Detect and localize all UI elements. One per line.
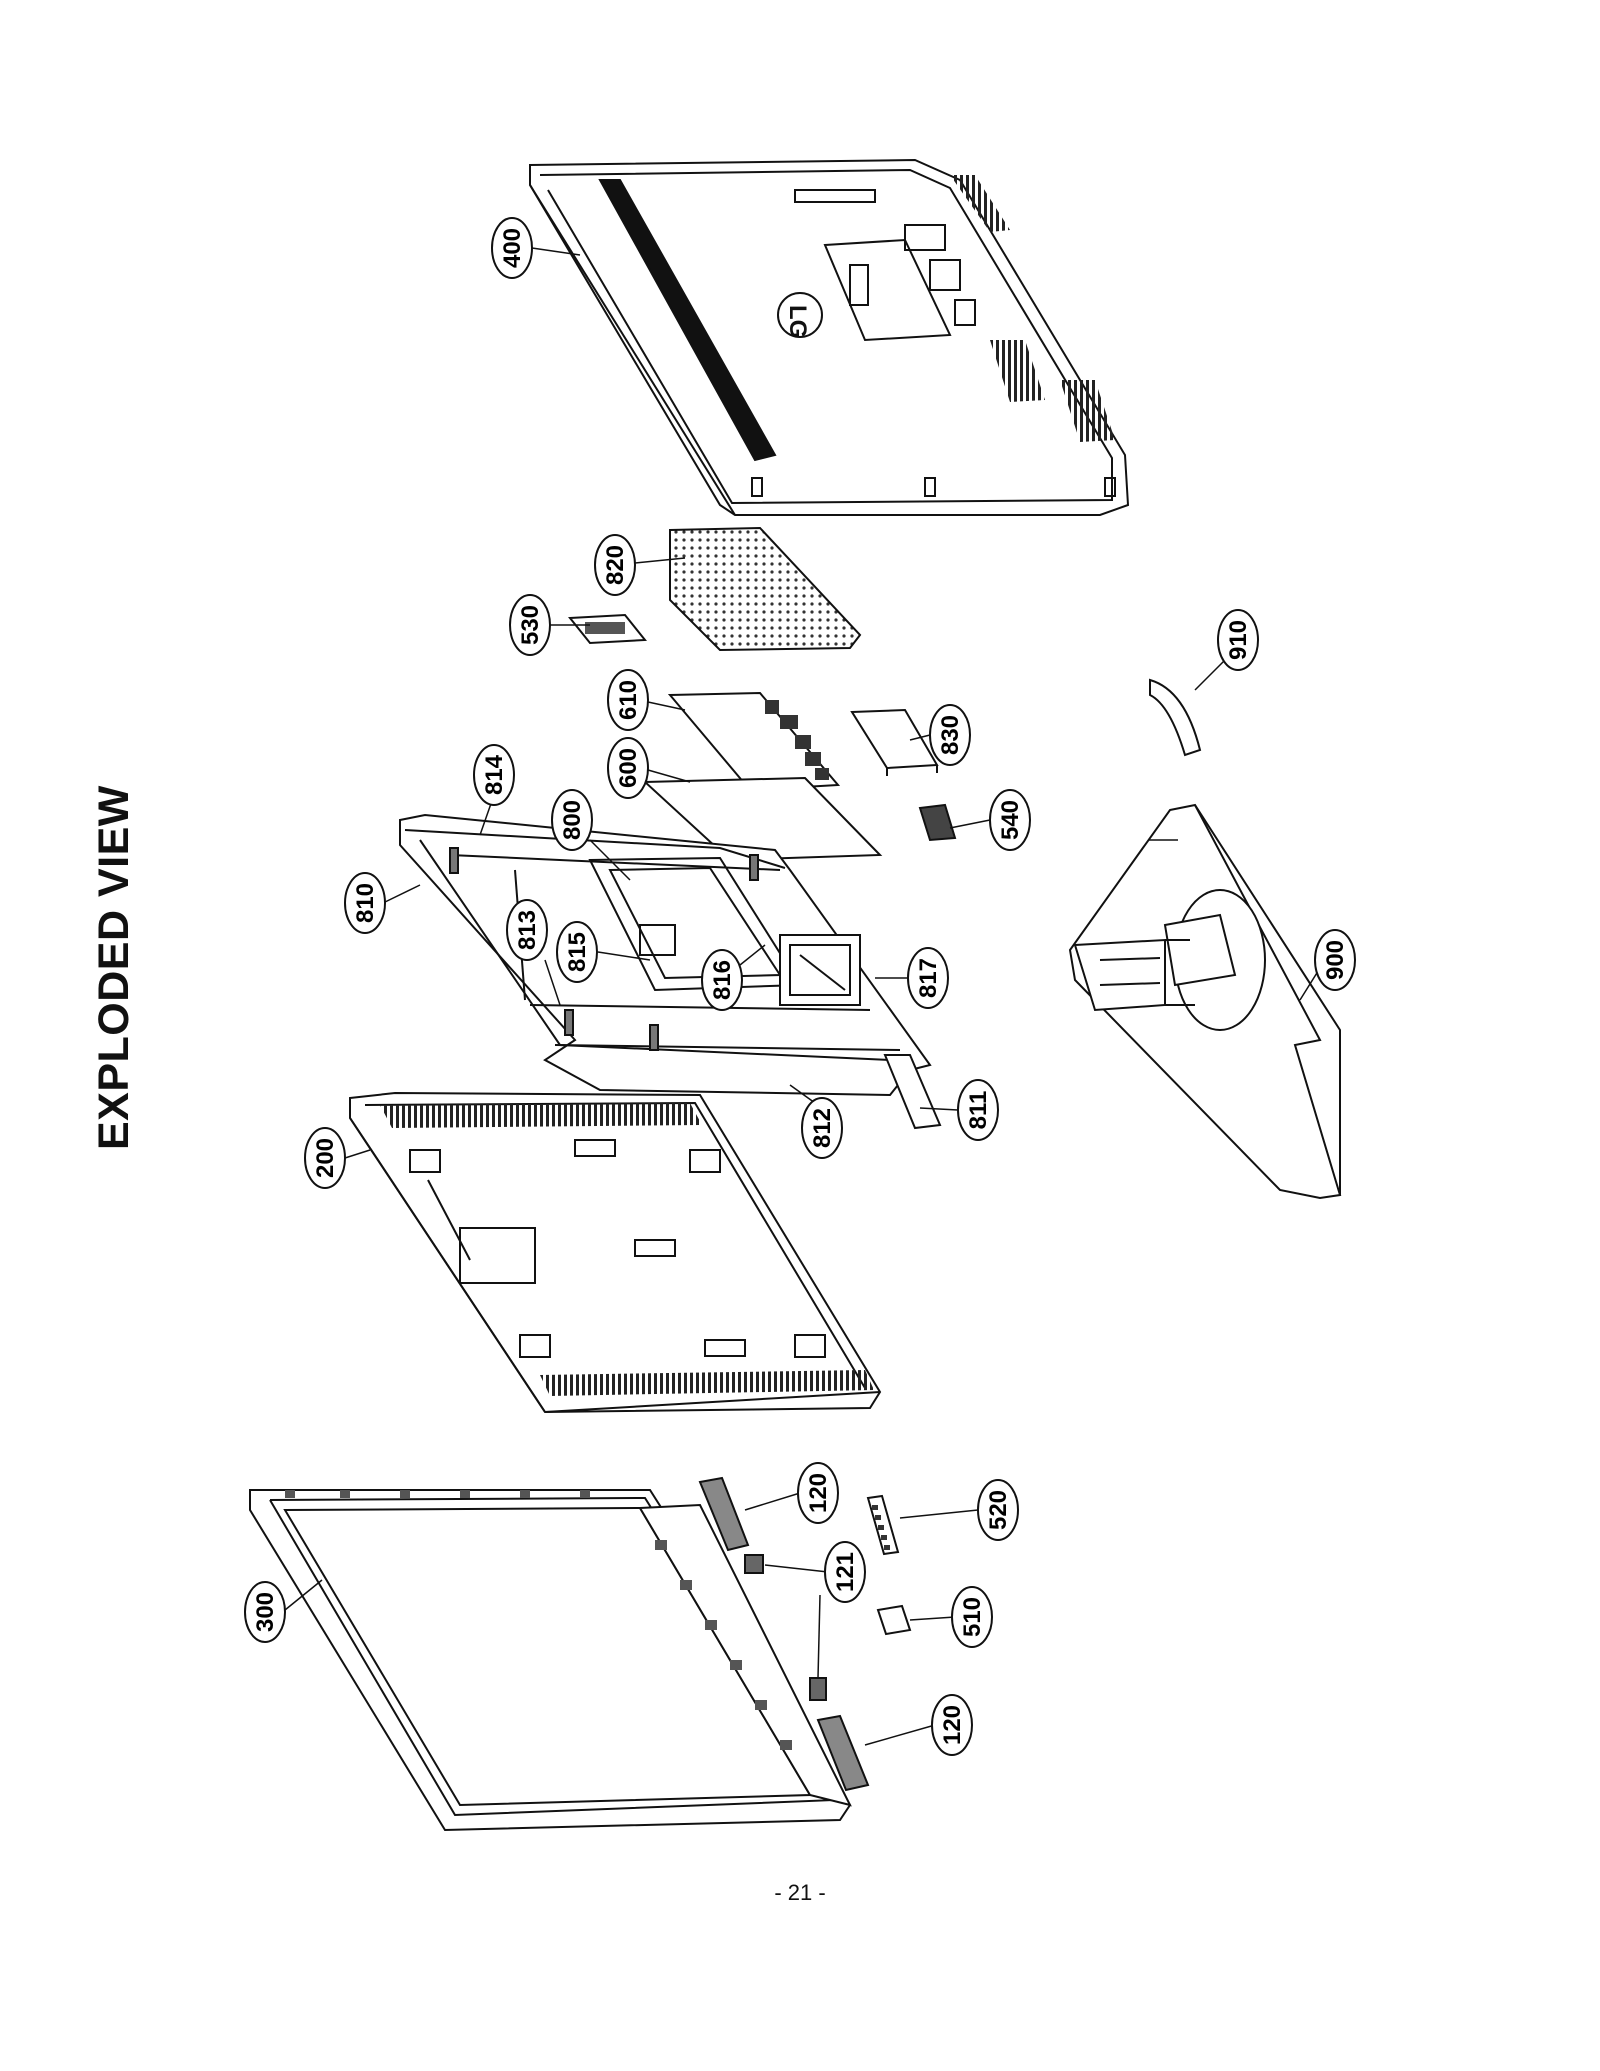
svg-text:811: 811 xyxy=(965,1091,992,1130)
callout-510: 510 xyxy=(951,1586,993,1648)
part-540 xyxy=(920,805,955,840)
callout-810: 810 xyxy=(344,872,386,934)
control-board-520-part xyxy=(868,1496,898,1554)
callout-600: 600 xyxy=(607,737,649,799)
main-frame-part xyxy=(400,815,940,1128)
lcd-panel-part xyxy=(350,1093,880,1412)
callout-814: 814 xyxy=(473,744,515,806)
svg-text:815: 815 xyxy=(564,932,591,972)
neck-cover-part xyxy=(1150,680,1200,755)
main-board-part xyxy=(670,693,838,790)
svg-text:910: 910 xyxy=(1225,620,1252,660)
speaker-120-lower-part xyxy=(818,1716,868,1790)
frame-pillars xyxy=(450,848,758,1050)
svg-text:812: 812 xyxy=(809,1108,836,1148)
svg-text:121: 121 xyxy=(832,1552,859,1592)
callout-520: 520 xyxy=(977,1479,1019,1541)
callout-120-lower: 120 xyxy=(931,1694,973,1756)
page-number: - 21 - xyxy=(774,1880,826,1905)
callouts: 400 820 530 610 600 814 800 810 xyxy=(244,217,1356,1756)
callout-815: 815 xyxy=(556,921,598,983)
part-121 xyxy=(745,1555,763,1573)
svg-text:817: 817 xyxy=(915,958,942,998)
svg-text:820: 820 xyxy=(602,545,629,585)
callout-900: 900 xyxy=(1314,929,1356,991)
svg-text:530: 530 xyxy=(517,605,544,645)
board-830-part xyxy=(852,710,937,776)
svg-text:510: 510 xyxy=(959,1597,986,1637)
callout-830: 830 xyxy=(929,704,971,766)
callout-817: 817 xyxy=(907,947,949,1009)
shield-plate-part xyxy=(670,528,860,650)
callout-910: 910 xyxy=(1217,609,1259,671)
power-board-part xyxy=(645,778,880,860)
callout-300: 300 xyxy=(244,1581,286,1643)
callout-540: 540 xyxy=(989,789,1031,851)
callout-400: 400 xyxy=(491,217,533,279)
bracket-530-part xyxy=(570,615,645,643)
svg-text:830: 830 xyxy=(937,715,964,755)
svg-text:520: 520 xyxy=(985,1490,1012,1530)
callout-812: 812 xyxy=(801,1097,843,1159)
callout-200: 200 xyxy=(304,1127,346,1189)
back-cover-vents xyxy=(950,175,1115,442)
callout-813: 813 xyxy=(506,899,548,961)
page-title: EXPLODED VIEW xyxy=(90,785,138,1150)
callout-820: 820 xyxy=(594,534,636,596)
callout-610: 610 xyxy=(607,669,649,731)
svg-text:610: 610 xyxy=(615,680,642,720)
lg-logo: LG xyxy=(777,292,823,338)
stand-part xyxy=(1070,805,1340,1198)
callout-120-upper: 120 xyxy=(797,1462,839,1524)
speaker-120-upper-part xyxy=(700,1478,748,1550)
board-510-part xyxy=(878,1606,910,1634)
svg-text:900: 900 xyxy=(1322,940,1349,980)
svg-text:120: 120 xyxy=(805,1473,832,1513)
callout-121: 121 xyxy=(824,1541,866,1603)
svg-text:810: 810 xyxy=(352,883,379,923)
svg-text:LG: LG xyxy=(784,305,811,338)
front-bezel-part xyxy=(250,1490,850,1830)
svg-text:400: 400 xyxy=(499,228,526,268)
svg-text:600: 600 xyxy=(615,748,642,788)
svg-text:300: 300 xyxy=(252,1592,279,1632)
svg-text:813: 813 xyxy=(514,910,541,950)
svg-text:200: 200 xyxy=(312,1138,339,1178)
svg-text:814: 814 xyxy=(481,754,508,795)
bezel-clips xyxy=(285,1490,792,1750)
svg-text:120: 120 xyxy=(939,1705,966,1745)
back-cover-part: LG xyxy=(530,160,1128,515)
callout-530: 530 xyxy=(509,594,551,656)
svg-text:816: 816 xyxy=(709,960,736,1000)
callout-811: 811 xyxy=(957,1079,999,1141)
callout-816: 816 xyxy=(701,949,743,1011)
callout-800: 800 xyxy=(551,789,593,851)
page-title-container: EXPLODED VIEW xyxy=(90,785,180,1160)
svg-text:800: 800 xyxy=(559,800,586,840)
svg-text:540: 540 xyxy=(997,800,1024,840)
part-121-lower xyxy=(810,1678,826,1700)
